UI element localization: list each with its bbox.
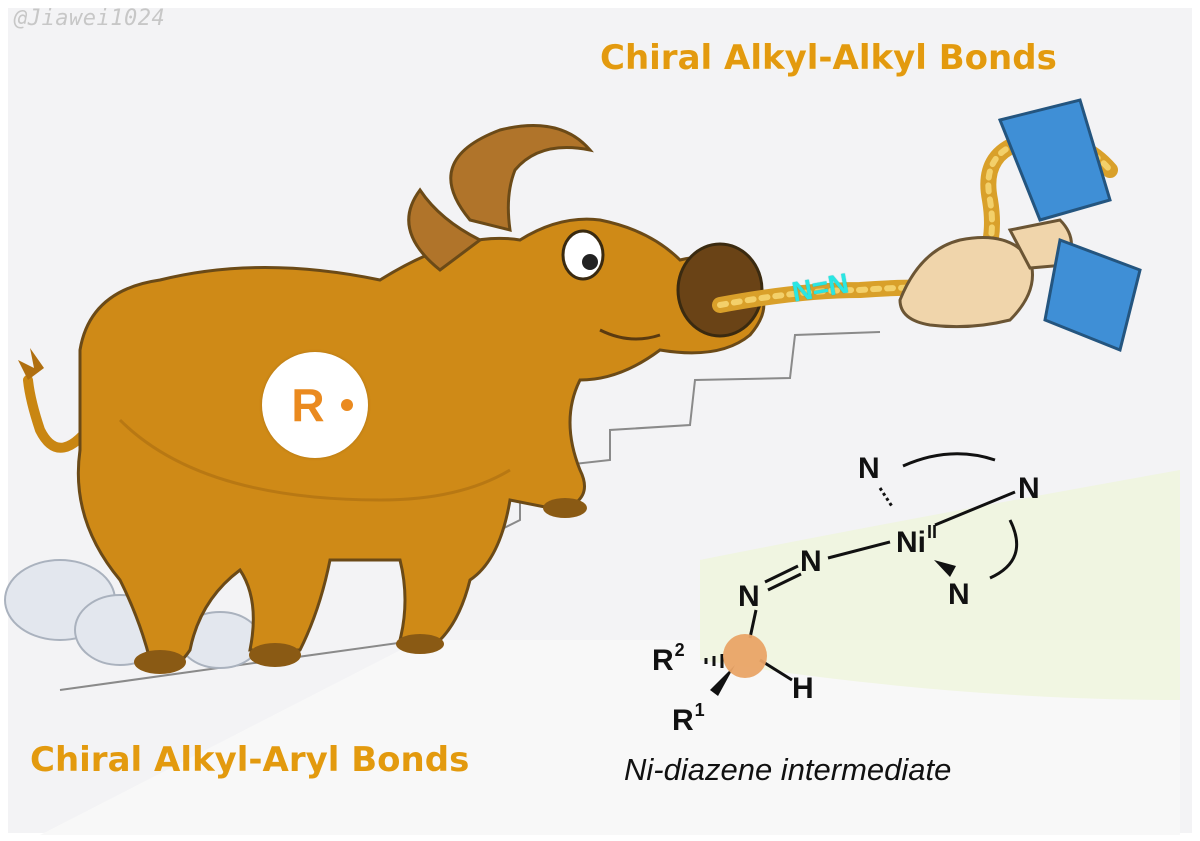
- sleeve: [997, 98, 1142, 353]
- title-top: Chiral Alkyl-Alkyl Bonds: [600, 38, 1057, 78]
- hoof: [396, 634, 444, 654]
- bull-pupil: [582, 254, 598, 270]
- radical-badge: R: [262, 352, 368, 458]
- hash-bond: [704, 654, 724, 668]
- radical-dot: [341, 399, 353, 411]
- atom-n-azo-left: N: [738, 580, 760, 613]
- stereocenter-highlight: [723, 634, 767, 678]
- bull-nose: [676, 242, 764, 338]
- watermark: @Jiawei1024: [14, 6, 166, 31]
- wedge-bond: [934, 560, 956, 577]
- hoof: [249, 643, 301, 667]
- hoof: [134, 650, 186, 674]
- atom-n-bottom: N: [948, 578, 970, 611]
- bull: [76, 124, 766, 674]
- atom-r2: R2: [652, 640, 685, 677]
- bull-horn: [407, 187, 483, 272]
- r2-superscript: 2: [674, 640, 685, 660]
- atom-ni: NiII: [896, 522, 938, 559]
- atom-h: H: [792, 672, 814, 705]
- wedge-bond: [710, 665, 735, 696]
- bull-mouth: [599, 328, 661, 341]
- bull-eye: [561, 229, 605, 281]
- r1-superscript: 1: [694, 700, 705, 720]
- atom-r1: R1: [672, 700, 705, 737]
- title-bottom: Chiral Alkyl-Aryl Bonds: [30, 740, 470, 780]
- hoof: [543, 498, 587, 518]
- staircase: [40, 331, 1180, 835]
- atom-n-azo-right: N: [800, 545, 822, 578]
- radical-label: R: [291, 379, 325, 431]
- atom-n-top-left: N: [858, 452, 880, 485]
- bull-tail: [18, 348, 100, 453]
- bull-horn: [449, 124, 594, 232]
- structure-bonds: [748, 452, 1019, 682]
- structure-caption: Ni-diazene intermediate: [624, 752, 952, 787]
- ni-oxidation-state: II: [927, 522, 938, 542]
- atom-n-right: N: [1018, 472, 1040, 505]
